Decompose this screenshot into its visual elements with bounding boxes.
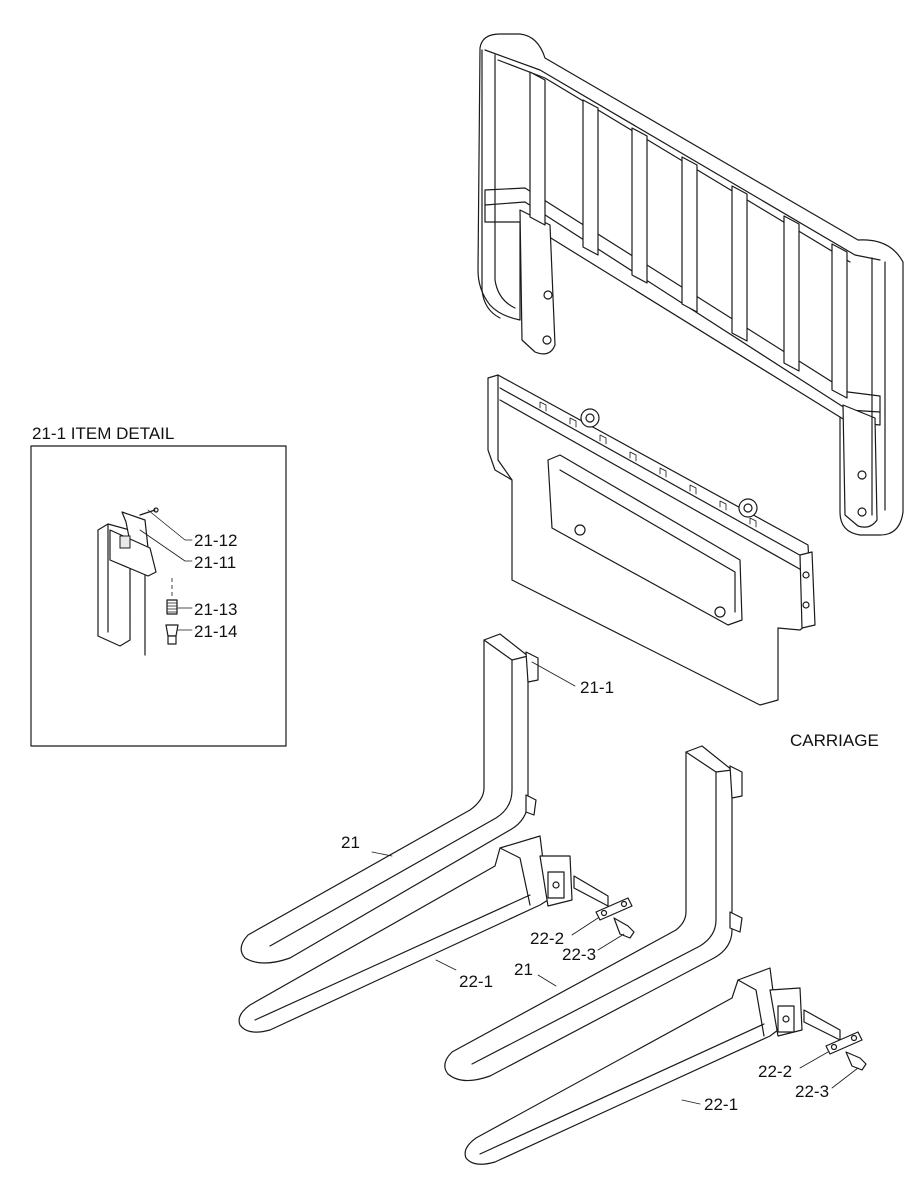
fork-right xyxy=(444,745,743,1082)
callout-plate-right: 22-2 xyxy=(758,1062,792,1081)
extension-left xyxy=(238,835,635,1033)
callout-bolt-left: 22-3 xyxy=(562,945,596,964)
leader-lines xyxy=(371,661,859,1105)
carriage xyxy=(487,374,816,706)
detail-callout-21-12: 21-12 xyxy=(194,531,237,550)
callout-fork-left: 21 xyxy=(341,833,360,852)
item-detail-box: 21-1 ITEM DETAIL 21-12 21-11 21-13 21-14 xyxy=(30,424,287,747)
callout-plate-left: 22-2 xyxy=(530,929,564,948)
extension-right xyxy=(464,967,867,1165)
callout-bolt-right: 22-3 xyxy=(795,1082,829,1101)
backrest-bars xyxy=(529,71,848,399)
detail-callout-21-14: 21-14 xyxy=(194,622,237,641)
callout-fork-right: 21 xyxy=(514,960,533,979)
detail-callout-21-13: 21-13 xyxy=(194,600,237,619)
callout-extension-right: 22-1 xyxy=(704,1095,738,1114)
callout-extension-left: 22-1 xyxy=(459,972,493,991)
fork-left xyxy=(240,633,539,964)
carriage-label: CARRIAGE xyxy=(790,731,879,750)
detail-callout-21-11: 21-11 xyxy=(194,553,236,572)
detail-title: 21-1 ITEM DETAIL xyxy=(32,424,174,443)
callout-fork-bracket: 21-1 xyxy=(580,678,614,697)
load-backrest xyxy=(477,33,904,536)
